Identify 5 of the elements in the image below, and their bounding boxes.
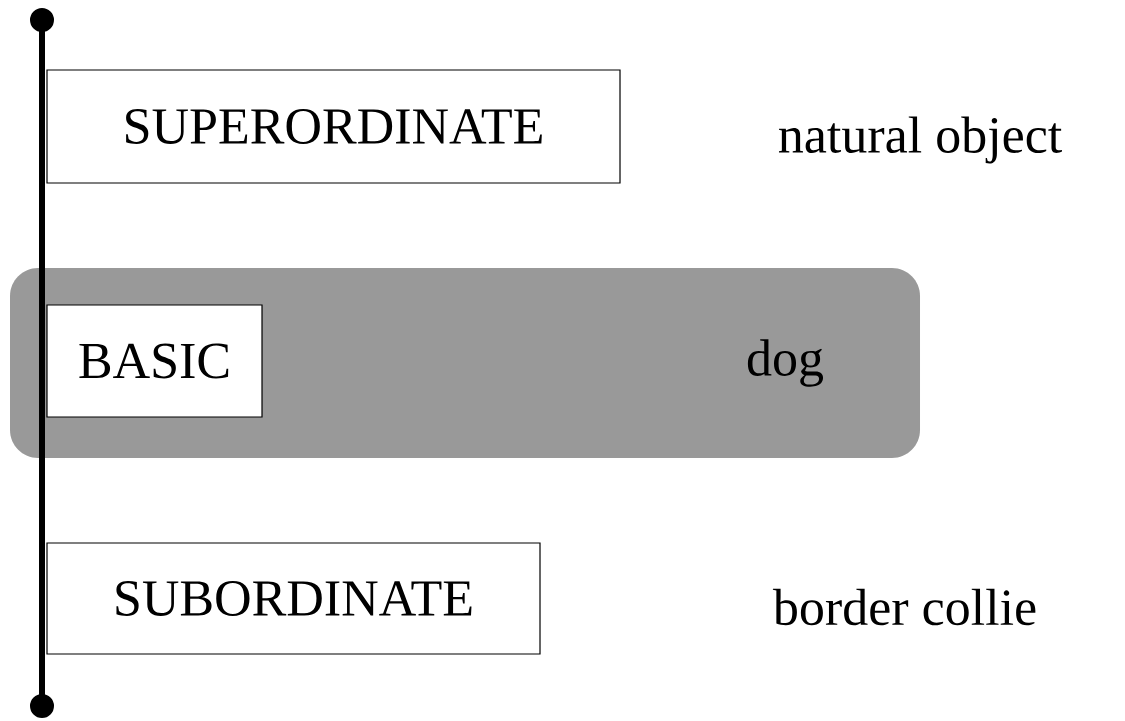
example-label: natural object [779,116,1062,164]
level-box: BASIC [46,304,263,418]
example-label: border collie [772,588,1036,626]
level-box: SUPERORDINATE [46,69,621,184]
level-box: SUBORDINATE [46,542,541,655]
